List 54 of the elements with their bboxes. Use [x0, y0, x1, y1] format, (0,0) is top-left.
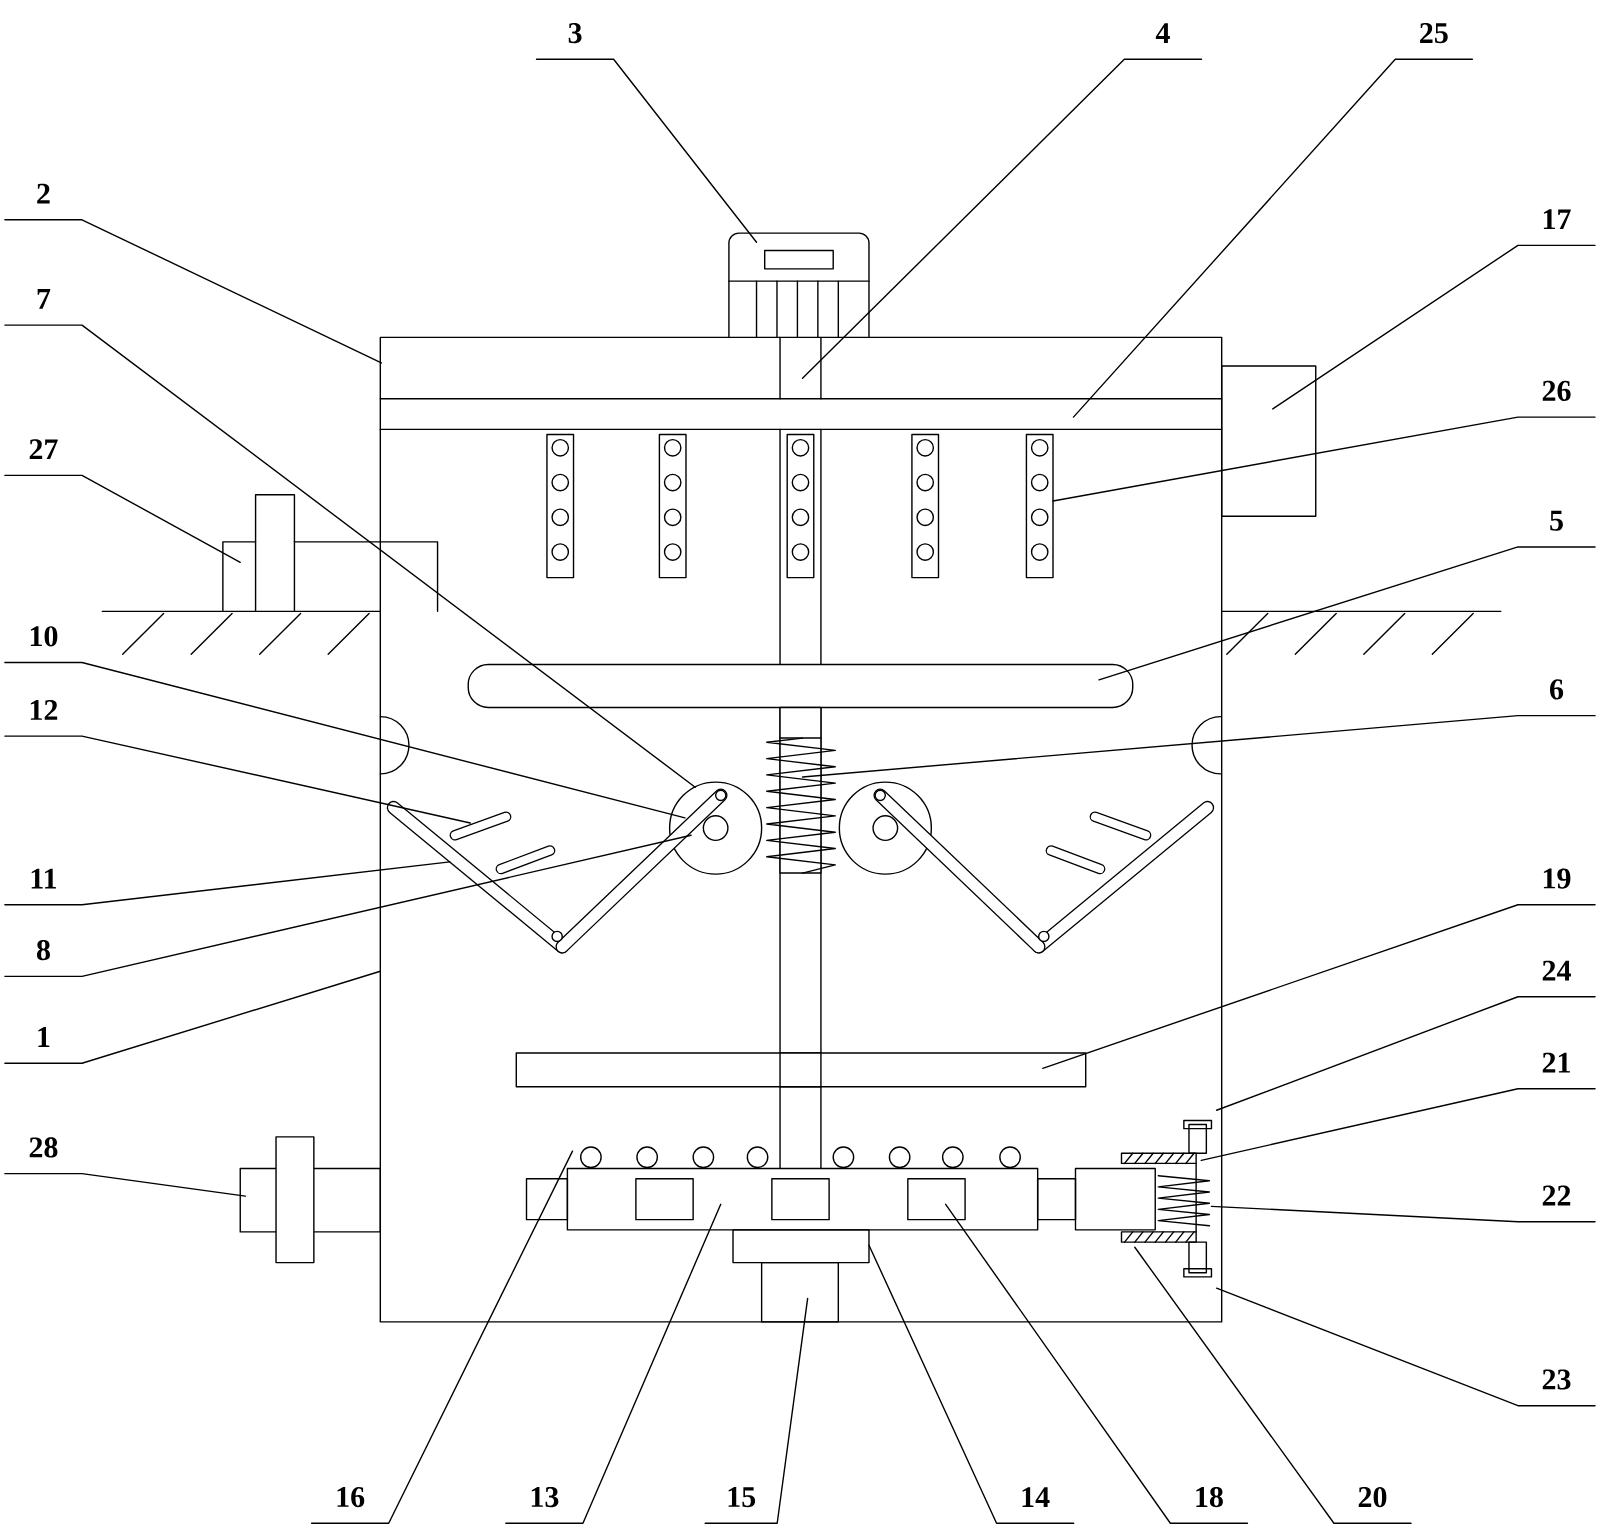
leader-line [1134, 1246, 1412, 1525]
callout-number: 22 [1542, 1185, 1571, 1206]
leader-line [1210, 1205, 1596, 1223]
leader-line [4, 735, 471, 824]
callout-number: 28 [29, 1137, 58, 1158]
leader-line [4, 1173, 247, 1198]
leader-line [1200, 1088, 1596, 1162]
callout-number: 4 [1155, 23, 1170, 44]
callout-number: 7 [37, 289, 51, 309]
callout-number: 18 [1196, 1487, 1223, 1508]
callout-number: 15 [728, 1487, 756, 1508]
callout-number: 19 [1543, 868, 1571, 889]
callout-number: 13 [531, 1487, 559, 1508]
leader-line [310, 1150, 574, 1525]
callout-number: 27 [29, 439, 58, 460]
leader-line [4, 834, 692, 978]
leader-line [4, 970, 381, 1065]
callout-number: 24 [1542, 960, 1571, 981]
callout-number: 12 [30, 700, 58, 721]
callout-number: 10 [30, 626, 58, 647]
leader-line [4, 219, 383, 364]
callout-number: 26 [1542, 381, 1571, 402]
callout-number: 1 [38, 1027, 50, 1048]
callout-number: 25 [1420, 23, 1448, 44]
callout-number: 6 [1550, 679, 1564, 700]
leader-line [801, 715, 1596, 778]
leader-line [4, 861, 451, 906]
leader-line [801, 58, 1203, 380]
leader-line [1215, 996, 1596, 1112]
leader-line [704, 1297, 809, 1525]
callout-number: 20 [1358, 1487, 1387, 1508]
leader-line [1272, 244, 1596, 410]
leader-line [1215, 1287, 1596, 1407]
callout-number: 14 [1022, 1487, 1050, 1508]
callout-number: 17 [1543, 209, 1571, 230]
leader-line [944, 1203, 1249, 1525]
leader-line [535, 58, 758, 244]
leader-line [1072, 58, 1474, 419]
leader-line [505, 1203, 722, 1525]
callout-number: 23 [1542, 1369, 1571, 1390]
leader-line [4, 324, 696, 789]
callout-number: 8 [36, 940, 50, 961]
leader-line [1098, 546, 1596, 681]
leader-line [4, 662, 686, 819]
leader-line [868, 1244, 1075, 1525]
callout-number: 2 [37, 183, 50, 204]
callout-number: 21 [1542, 1052, 1570, 1073]
callout-number: 3 [568, 23, 582, 44]
callout-number: 11 [31, 868, 57, 889]
leader-line [1052, 416, 1596, 502]
callout-number: 16 [337, 1487, 365, 1508]
leader-line [4, 474, 241, 564]
callout-number: 5 [1550, 511, 1563, 531]
leader-line [1042, 904, 1596, 1070]
